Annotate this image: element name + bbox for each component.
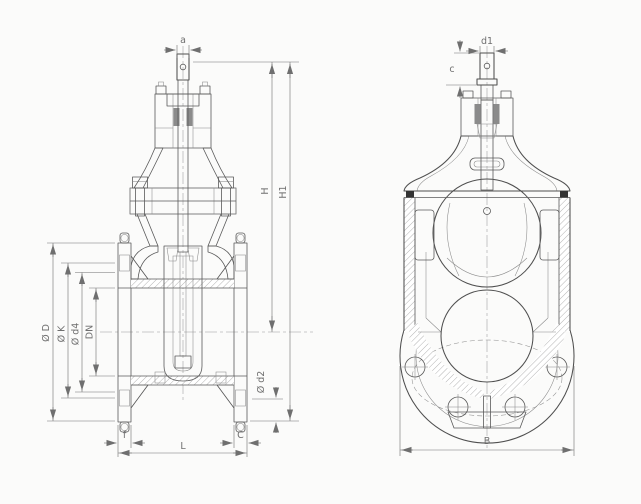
dim-label-b: B	[484, 436, 491, 447]
gate-disc	[432, 178, 542, 288]
dim-label-c-stem: c	[449, 64, 454, 75]
body-dome	[130, 245, 235, 280]
dim-label-f: f	[123, 430, 127, 441]
dimension-d4: Ø d4	[71, 272, 115, 393]
bolt-hole	[502, 394, 528, 420]
stem-front	[476, 52, 498, 101]
dimension-dn: DN	[85, 287, 115, 377]
dimension-l: L	[118, 441, 247, 457]
bolt-hole	[445, 394, 471, 420]
bonnet-joint	[404, 190, 570, 198]
bore-circle	[440, 289, 534, 383]
dim-label-flange-od: Ø D	[41, 324, 52, 342]
stem	[166, 53, 200, 369]
wedge	[154, 245, 227, 384]
dimension-d2: Ø d2	[252, 371, 283, 433]
stuffing-box-front	[460, 90, 514, 139]
dim-label-d1: d1	[481, 36, 493, 47]
disc-guide-pads	[414, 209, 560, 261]
dim-label-d4: Ø d4	[71, 323, 82, 346]
left-view-section	[117, 53, 248, 433]
dimension-a: a	[164, 35, 202, 58]
dim-label-l: L	[180, 441, 186, 452]
body-walls	[403, 197, 571, 429]
dim-label-h1: H1	[278, 185, 289, 198]
centerlines	[100, 46, 488, 448]
flange-left	[117, 232, 132, 433]
flange-right	[233, 232, 248, 433]
dim-label-d2: Ø d2	[256, 371, 267, 394]
bolt-hole	[402, 354, 428, 380]
dim-label-bolt-circle: Ø K	[57, 325, 68, 342]
dim-label-c-flange: C	[237, 430, 244, 441]
dimension-f: f	[104, 425, 145, 457]
gasket-seal-right	[560, 191, 568, 198]
right-view-end	[399, 52, 575, 444]
dimension-bolt-circle: Ø K	[57, 262, 115, 399]
dim-label-a: a	[180, 35, 186, 46]
dimension-c-stem: c	[446, 40, 479, 98]
flange-circle	[399, 329, 575, 444]
gasket-seal-left	[406, 191, 414, 198]
dim-label-h: H	[260, 187, 271, 194]
dimension-h-h1: H H1	[193, 61, 299, 422]
dimension-c-flange: C	[220, 425, 261, 457]
stuffing-box	[154, 81, 212, 149]
stem-hole-front	[483, 62, 491, 70]
dimension-flange-od: Ø D	[41, 242, 115, 422]
bolt-hole	[544, 354, 570, 380]
dimension-b: B	[399, 366, 575, 456]
disc-hole	[483, 207, 491, 215]
dim-label-dn: DN	[85, 325, 96, 339]
body-foot	[447, 411, 527, 429]
bonnet-upper-neck	[133, 147, 233, 189]
dimension-d1: d1	[466, 36, 508, 55]
stem-hole	[179, 63, 187, 71]
